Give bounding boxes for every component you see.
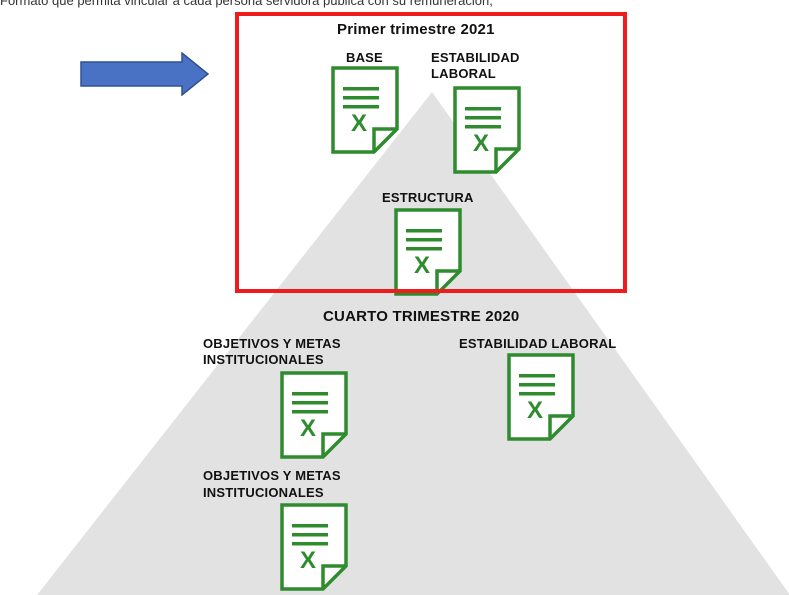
excel-file-icon[interactable]: X — [279, 370, 349, 460]
excel-file-icon[interactable]: X — [452, 85, 522, 175]
excel-file-icon[interactable]: X — [279, 502, 349, 592]
highlight-box-2021 — [235, 12, 627, 293]
excel-file-icon[interactable]: X — [393, 207, 463, 297]
file-label-estructura: ESTRUCTURA — [382, 190, 474, 205]
excel-file-icon[interactable]: X — [506, 352, 576, 442]
svg-text:X: X — [527, 397, 543, 424]
svg-text:X: X — [300, 415, 316, 442]
file-label-estabilidad-line2: LABORAL — [431, 66, 496, 81]
file-label-objetivos-1-line2: INSTITUCIONALES — [203, 352, 324, 367]
file-label-estabilidad-2020: ESTABILIDAD LABORAL — [459, 336, 617, 351]
file-label-objetivos-1-line1: OBJETIVOS Y METAS — [203, 336, 341, 351]
file-label-estabilidad-line1: ESTABILIDAD — [431, 50, 520, 65]
intro-text: Formato que permita vincular a cada pers… — [0, 0, 493, 8]
file-label-objetivos-2-line1: OBJETIVOS Y METAS — [203, 468, 341, 483]
section-title-2021: Primer trimestre 2021 — [337, 21, 495, 38]
svg-text:X: X — [414, 252, 430, 279]
section-title-2020: CUARTO TRIMESTRE 2020 — [323, 308, 520, 325]
pointer-arrow-icon — [80, 52, 210, 96]
svg-text:X: X — [473, 130, 489, 157]
svg-text:X: X — [300, 547, 316, 574]
file-label-base: BASE — [346, 50, 383, 65]
svg-text:X: X — [351, 110, 367, 137]
excel-file-icon[interactable]: X — [330, 65, 400, 155]
file-label-objetivos-2-line2: INSTITUCIONALES — [203, 485, 324, 500]
